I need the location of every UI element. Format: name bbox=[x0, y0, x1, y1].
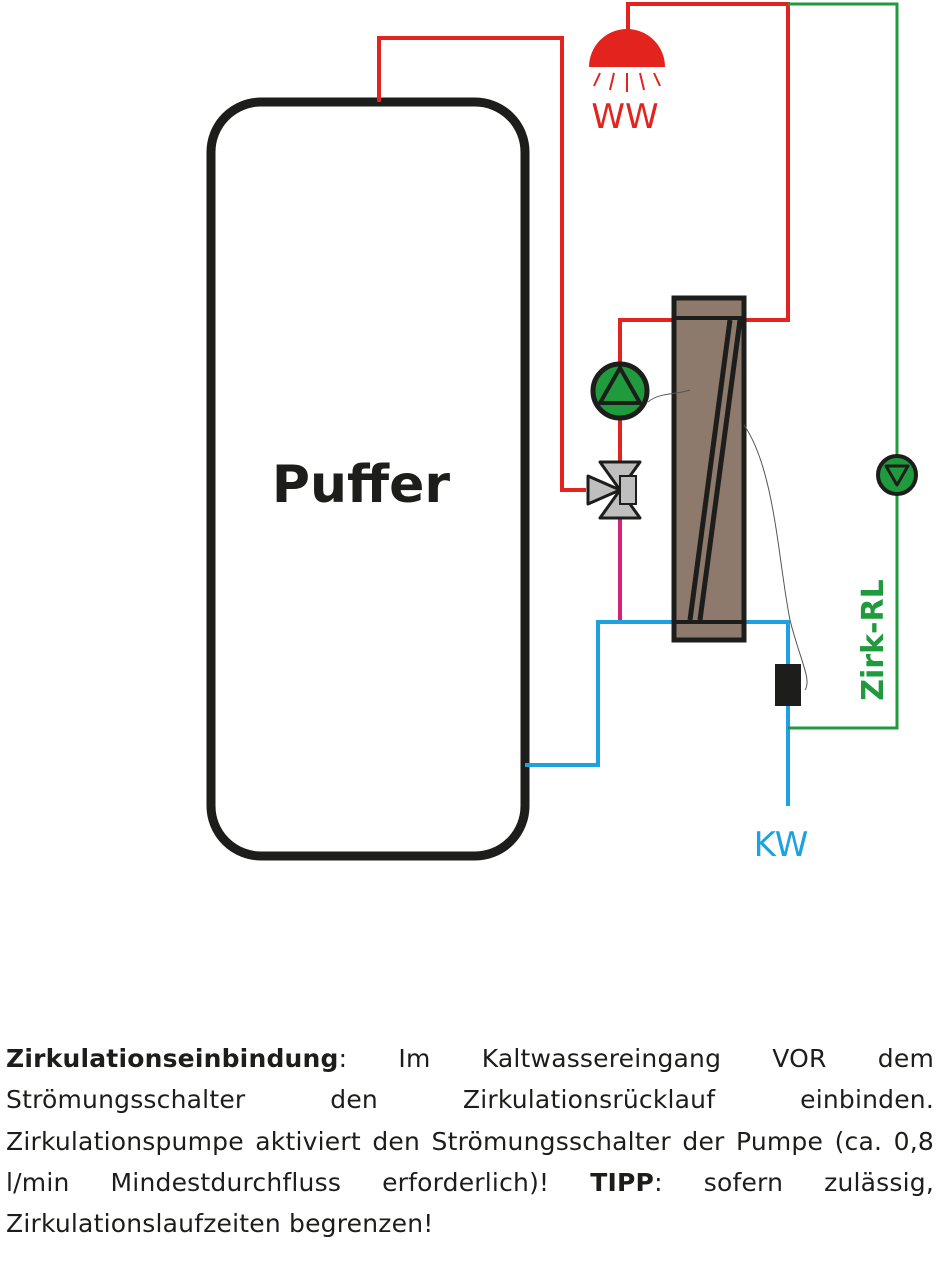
cold-water-return-pipe bbox=[525, 620, 676, 767]
tank-label: Puffer bbox=[272, 455, 451, 515]
caption-heading: Zirkulationseinbindung bbox=[6, 1044, 339, 1073]
hot-water-label: WW bbox=[591, 97, 658, 137]
caption-text: Zirkulationseinbindung: Im Kaltwasserein… bbox=[6, 1038, 934, 1244]
heat-exchanger bbox=[671, 295, 747, 643]
circulation-return-label: Zirk-RL bbox=[856, 579, 891, 700]
flow-switch-icon bbox=[775, 664, 801, 706]
hot-water-pipe-tank-to-pump bbox=[377, 36, 586, 492]
shower-icon bbox=[589, 29, 665, 92]
hydraulic-diagram: Puffer WW bbox=[206, 2, 918, 865]
flow-switch-signal-wire bbox=[743, 424, 808, 691]
circulation-return-pipe bbox=[788, 2, 899, 730]
cold-water-inlet-pipe bbox=[742, 620, 790, 806]
caption-part-2: : sofern zulässig, Zirkulationslaufzeite… bbox=[6, 1167, 934, 1238]
caption-part-1: : Im Kaltwassereingang VOR dem Strömungs… bbox=[6, 1044, 934, 1197]
buffer-tank bbox=[206, 97, 530, 861]
circulation-pump-icon bbox=[876, 454, 918, 496]
pump-signal-wire bbox=[647, 389, 691, 403]
pump-icon bbox=[590, 361, 650, 421]
caption-tip-label: TIPP bbox=[590, 1167, 655, 1197]
cold-water-label: KW bbox=[754, 825, 809, 865]
three-way-valve-icon bbox=[586, 460, 642, 520]
